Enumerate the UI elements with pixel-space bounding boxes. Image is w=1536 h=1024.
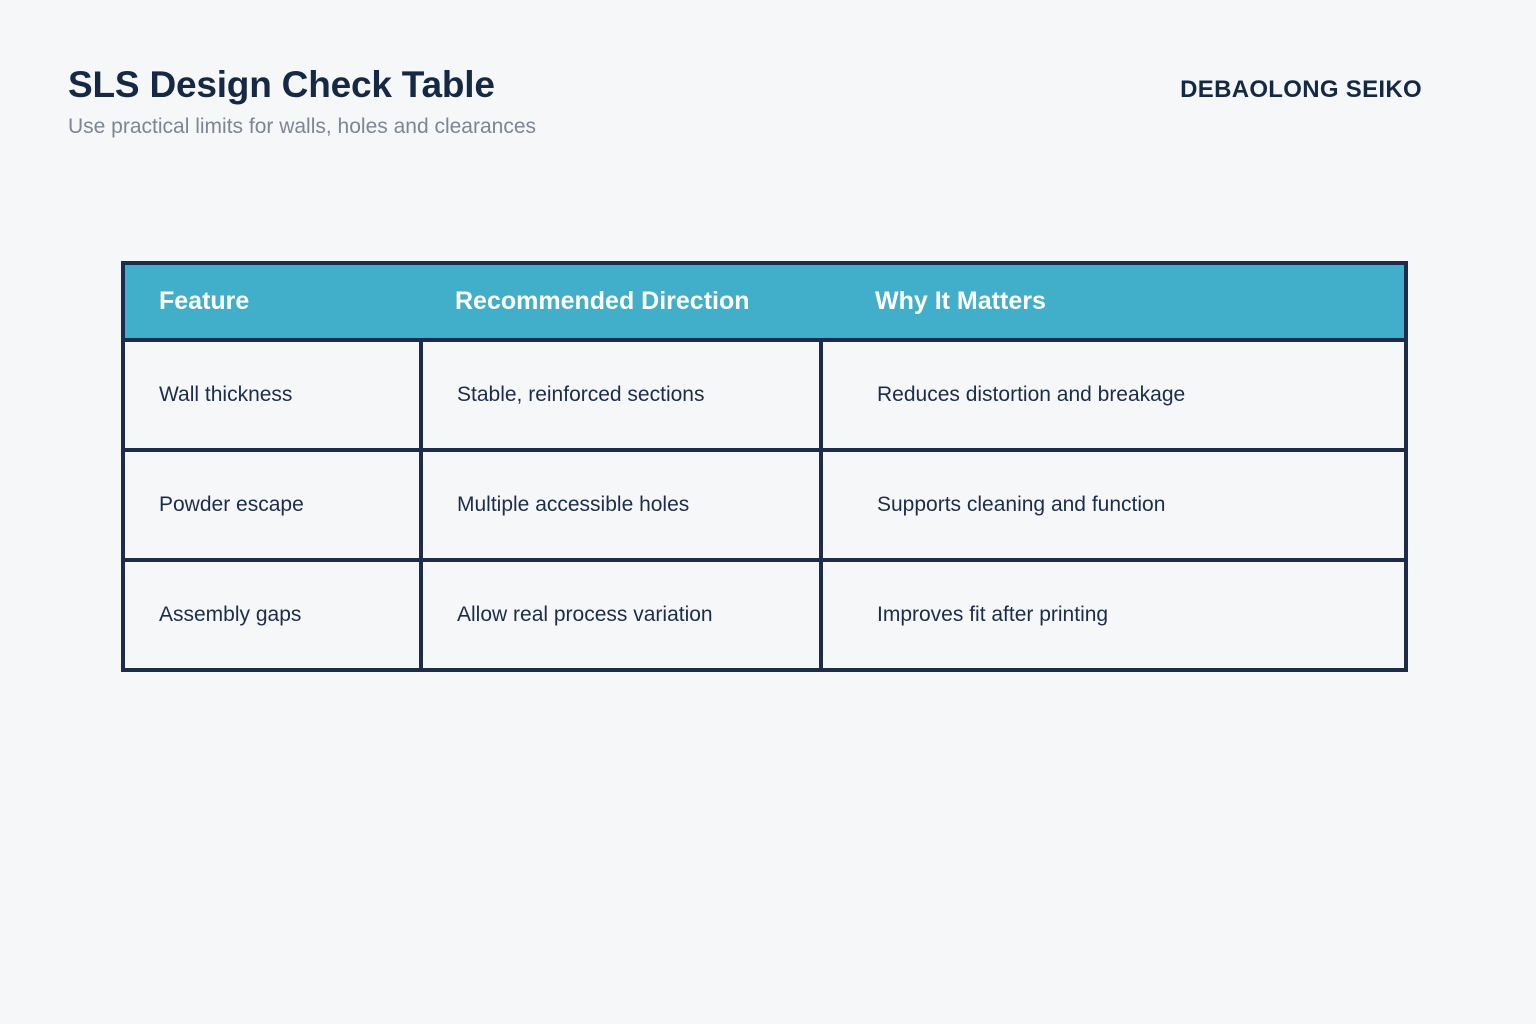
column-header-feature: Feature: [123, 263, 421, 342]
page-title: SLS Design Check Table: [68, 64, 495, 105]
table-body: Wall thickness Stable, reinforced sectio…: [123, 340, 1406, 670]
cell-recommended-direction: Allow real process variation: [421, 560, 823, 670]
cell-feature: Powder escape: [123, 450, 423, 562]
cell-why-it-matters: Reduces distortion and breakage: [821, 340, 1406, 452]
title-block: SLS Design Check Table Use practical lim…: [68, 62, 536, 140]
table-container: Feature Recommended Direction Why It Mat…: [121, 261, 1408, 672]
brand-label: DEBAOLONG SEIKO: [1180, 76, 1422, 103]
cell-feature: Wall thickness: [123, 340, 423, 452]
table-row: Wall thickness Stable, reinforced sectio…: [123, 340, 1406, 452]
table-row: Powder escape Multiple accessible holes …: [123, 450, 1406, 562]
table-row: Assembly gaps Allow real process variati…: [123, 560, 1406, 670]
cell-why-it-matters: Improves fit after printing: [821, 560, 1406, 670]
column-header-recommended-direction: Recommended Direction: [421, 263, 821, 342]
cell-recommended-direction: Stable, reinforced sections: [421, 340, 823, 452]
slide-header: SLS Design Check Table Use practical lim…: [0, 0, 1536, 180]
cell-why-it-matters: Supports cleaning and function: [821, 450, 1406, 562]
cell-recommended-direction: Multiple accessible holes: [421, 450, 823, 562]
table-head: Feature Recommended Direction Why It Mat…: [123, 263, 1406, 342]
design-check-table: Feature Recommended Direction Why It Mat…: [121, 261, 1408, 672]
column-header-why-it-matters: Why It Matters: [821, 263, 1406, 342]
cell-feature: Assembly gaps: [123, 560, 423, 670]
table-header-row: Feature Recommended Direction Why It Mat…: [123, 263, 1406, 342]
page-subtitle: Use practical limits for walls, holes an…: [68, 115, 537, 138]
